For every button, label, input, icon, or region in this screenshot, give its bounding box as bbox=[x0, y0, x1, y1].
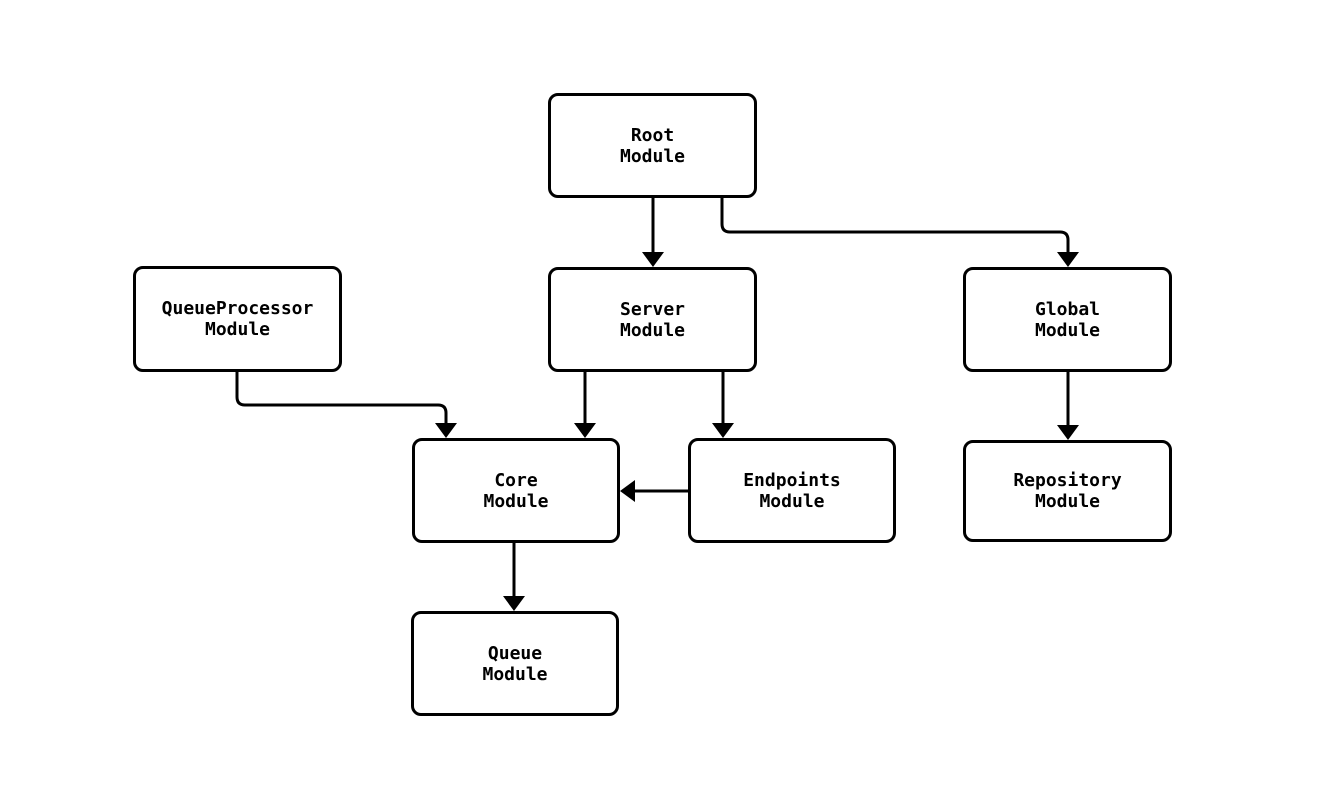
arrowhead-left-icon bbox=[620, 480, 635, 502]
node-global-module: Global Module bbox=[963, 267, 1172, 372]
arrowhead-down-icon bbox=[712, 423, 734, 438]
node-core-module: Core Module bbox=[412, 438, 620, 543]
arrowhead-down-icon bbox=[435, 423, 457, 438]
node-label: Repository Module bbox=[1013, 470, 1122, 512]
node-label: Queue Module bbox=[482, 642, 548, 685]
arrowhead-down-icon bbox=[1057, 425, 1079, 440]
node-queueprocessor-module: QueueProcessor Module bbox=[133, 266, 342, 372]
edge-endpoints-core bbox=[620, 480, 688, 502]
edge-server-endpoints bbox=[712, 372, 734, 438]
node-queue-module: Queue Module bbox=[411, 611, 619, 716]
node-label: QueueProcessor Module bbox=[161, 298, 314, 340]
node-label: Server Module bbox=[619, 298, 686, 341]
node-label: Global Module bbox=[1034, 298, 1101, 341]
edge-queueprocessor-core bbox=[235, 372, 457, 438]
node-endpoints-module: Endpoints Module bbox=[688, 438, 896, 543]
node-repository-module: Repository Module bbox=[963, 440, 1172, 542]
arrowhead-down-icon bbox=[503, 596, 525, 611]
node-server-module: Server Module bbox=[548, 267, 757, 372]
edge-server-core bbox=[574, 372, 596, 438]
arrowhead-down-icon bbox=[574, 423, 596, 438]
edge-global-repository bbox=[1057, 372, 1079, 440]
arrowhead-down-icon bbox=[642, 252, 664, 267]
node-label: Core Module bbox=[483, 469, 549, 512]
node-root-module: Root Module bbox=[548, 93, 757, 198]
arrowhead-down-icon bbox=[1057, 252, 1079, 267]
node-label: Root Module bbox=[619, 124, 686, 167]
edge-root-global bbox=[720, 198, 1079, 267]
edge-core-queue bbox=[503, 543, 525, 611]
edge-root-server bbox=[642, 198, 664, 267]
node-label: Endpoints Module bbox=[743, 469, 841, 512]
